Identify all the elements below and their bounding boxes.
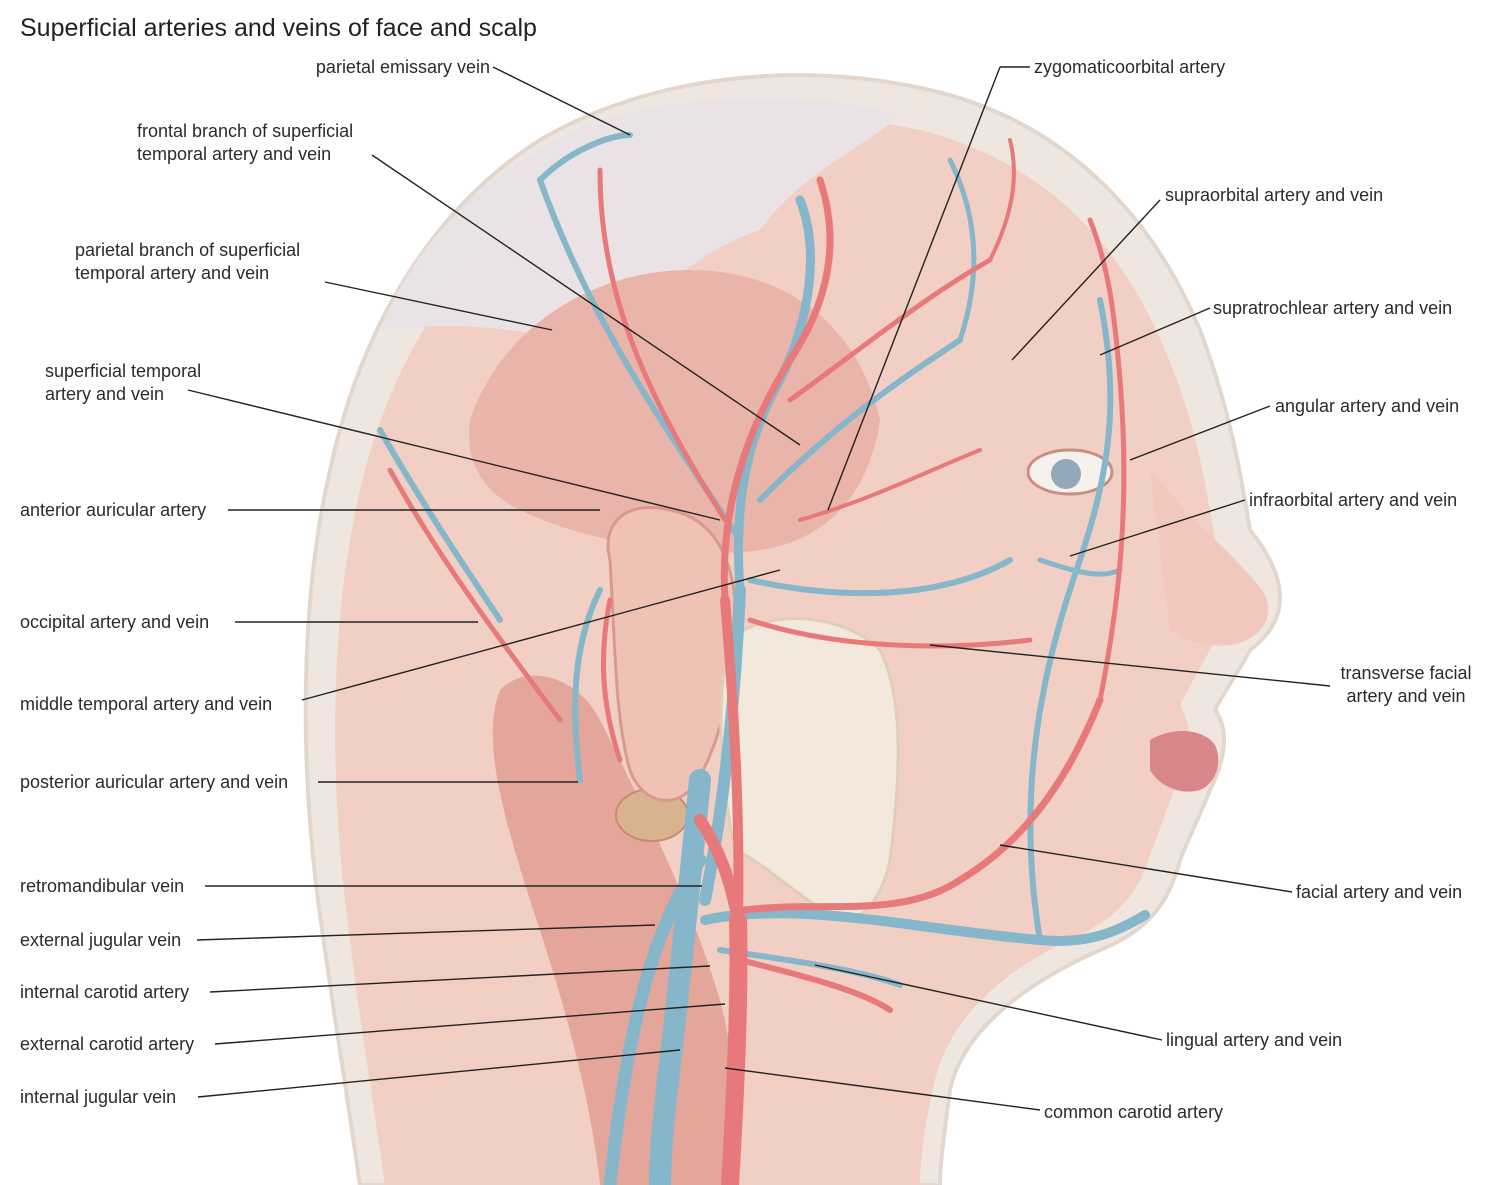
label-internal-carotid-artery: internal carotid artery [20,982,190,1002]
leader-lines [187,66,1331,1111]
facial-artery [741,696,1104,914]
label-external-carotid-artery: external carotid artery [20,1034,195,1054]
label-common-carotid-artery: common carotid artery [1044,1102,1224,1122]
lingual-artery [737,957,893,1013]
leader-zygomaticoorbital-2 [827,66,1001,511]
leader-infraorbital [1069,499,1246,557]
label-facial: facial artery and vein [1296,882,1463,902]
frontal-artery-branch [787,257,993,403]
posterior-auricular-vein [572,587,603,783]
parietal-emissary-vein [537,132,633,183]
leader-parietal-emissary [492,66,631,136]
label-parietal-branch: parietal branch of superficial temporal … [75,239,300,285]
label-supratrochlear: supratrochlear artery and vein [1213,298,1453,318]
label-parietal-branch-line2: temporal artery and vein [75,263,270,283]
leader-facial [999,844,1293,893]
leader-external-jugular [196,924,656,941]
superficial-temporal-artery [720,176,834,604]
leader-supratrochlear [1099,307,1211,356]
label-infraorbital: infraorbital artery and vein [1249,490,1458,510]
leader-middle-temporal [301,569,781,701]
frontal-vein [757,337,963,503]
leader-angular [1129,405,1271,461]
lips [1150,730,1219,792]
leader-common-carotid [724,1067,1041,1111]
infraorbital-vein [1037,557,1123,577]
leader-transverse-facial [929,644,1331,687]
zygomaticoorbital-artery [798,448,982,522]
label-superficial-temporal: superficial temporal artery and vein [45,360,201,406]
leader-external-carotid [214,1003,726,1045]
artery-network [387,138,1127,1185]
label-angular: angular artery and vein [1275,396,1460,416]
parietal-artery-branch [597,167,728,523]
galea-aponeurotica [380,97,900,361]
iris [1051,459,1081,489]
transverse-facial-vein [747,557,1013,597]
label-external-jugular-vein: external jugular vein [20,930,182,950]
leader-internal-carotid [209,965,711,993]
transverse-facial-artery [747,617,1033,649]
label-parietal-branch-line1: parietal branch of superficial [75,240,301,260]
label-superficial-temporal-line1: superficial temporal [45,361,202,381]
label-transverse-facial-line1: transverse facial [1340,663,1472,683]
label-zygomaticoorbital-artery: zygomaticoorbital artery [1034,57,1226,77]
angular-artery [1087,217,1127,703]
occipital-vein [377,427,503,623]
leader-frontal-branch [371,154,801,446]
label-anterior-auricular-artery: anterior auricular artery [20,500,207,520]
label-posterior-auricular: posterior auricular artery and vein [20,772,289,792]
retromandibular-vein [699,584,746,906]
label-superficial-temporal-line2: artery and vein [45,384,165,404]
label-occipital: occipital artery and vein [20,612,210,632]
label-frontal-branch: frontal branch of superficial temporal a… [137,120,353,166]
label-transverse-facial: transverse facial artery and vein [1330,662,1482,708]
label-frontal-branch-line2: temporal artery and vein [137,144,332,164]
leader-superficial-temporal [187,389,721,521]
vein-network [377,132,1150,1185]
leader-internal-jugular [197,1049,681,1098]
label-lingual: lingual artery and vein [1166,1030,1343,1050]
label-middle-temporal: middle temporal artery and vein [20,694,273,714]
occipital-artery [387,467,563,723]
label-frontal-branch-line1: frontal branch of superficial [137,121,354,141]
label-internal-jugular-vein: internal jugular vein [20,1087,177,1107]
supraorbital-artery [988,138,1016,262]
label-supraorbital: supraorbital artery and vein [1165,185,1384,205]
external-jugular-vein [603,853,707,1185]
common-carotid-artery [721,911,748,1185]
label-parietal-emissary-vein: parietal emissary vein [315,57,490,77]
label-retromandibular-vein: retromandibular vein [20,876,185,896]
nose [1150,470,1269,646]
leader-supraorbital [1011,199,1161,361]
label-transverse-facial-line2: artery and vein [1346,686,1466,706]
external-carotid-artery [720,595,744,925]
page-title: Superficial arteries and veins of face a… [20,14,537,42]
internal-jugular-vein [649,769,711,1185]
leader-parietal-branch [324,281,553,331]
supraorbital-vein [947,157,977,343]
facial-vein [700,908,1150,946]
leader-lingual [814,964,1163,1041]
